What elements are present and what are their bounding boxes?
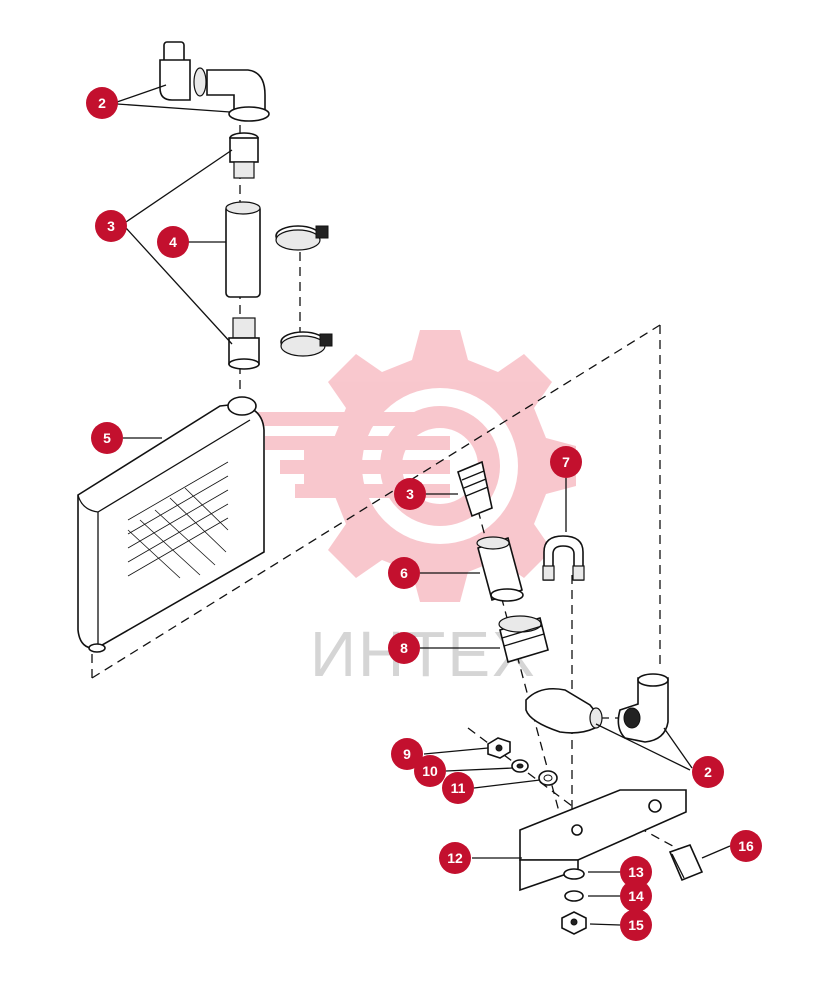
- callout-10: 10: [414, 755, 446, 787]
- callout-label: 6: [400, 565, 408, 581]
- callout-7: 7: [550, 446, 582, 478]
- callout-5: 5: [91, 422, 123, 454]
- sleeve: [476, 536, 524, 602]
- mounting-bracket: [519, 789, 687, 892]
- callout-label: 7: [562, 454, 570, 470]
- callout-16: 16: [730, 830, 762, 862]
- callout-label: 8: [400, 640, 408, 656]
- callout-label: 3: [406, 486, 414, 502]
- cooler-fin-grid: [127, 461, 229, 579]
- callout-label: 4: [169, 234, 177, 250]
- callout-2-top: 2: [86, 87, 118, 119]
- leader-lines: [116, 84, 731, 926]
- callout-label: 3: [107, 218, 115, 234]
- callout-3-middle: 3: [394, 478, 426, 510]
- threaded-adapter: [457, 460, 493, 518]
- callout-label: 14: [628, 888, 644, 904]
- straight-hose: [225, 201, 261, 298]
- callout-label: 16: [738, 838, 754, 854]
- callout-label: 12: [447, 850, 463, 866]
- bolt: [668, 844, 704, 882]
- callout-14: 14: [620, 880, 652, 912]
- oil-cooler-core: [77, 396, 265, 653]
- callout-label: 2: [704, 764, 712, 780]
- callout-label: 15: [628, 917, 644, 933]
- callout-9: 9: [391, 738, 423, 770]
- callout-label: 9: [403, 746, 411, 762]
- callout-label: 5: [103, 430, 111, 446]
- callout-3-top: 3: [95, 210, 127, 242]
- callout-2-lower: 2: [692, 756, 724, 788]
- callout-8: 8: [388, 632, 420, 664]
- hose-barb-lower: [228, 317, 260, 370]
- hardware-washer-10: [511, 759, 529, 773]
- elbow-fitting-top: [159, 41, 270, 122]
- threaded-bushing: [498, 615, 549, 664]
- hose-clamp-lower: [280, 331, 333, 357]
- hardware-washer-13: [563, 868, 585, 880]
- callout-label: 13: [628, 864, 644, 880]
- callout-label: 10: [422, 763, 438, 779]
- hardware-washer-11: [538, 770, 558, 786]
- callout-11: 11: [442, 772, 474, 804]
- callout-12: 12: [439, 842, 471, 874]
- callout-label: 11: [451, 780, 466, 796]
- callout-13: 13: [620, 856, 652, 888]
- elbow-fitting-lower: [525, 673, 669, 743]
- hose-clamp-upper: [275, 225, 329, 251]
- hardware-nut-15: [561, 911, 587, 935]
- watermark-gear: [304, 330, 576, 602]
- callout-label: 2: [98, 95, 106, 111]
- callout-4: 4: [157, 226, 189, 258]
- u-bolt: [542, 535, 585, 581]
- callout-6: 6: [388, 557, 420, 589]
- callout-15: 15: [620, 909, 652, 941]
- watermark-text: ИНТЕХ: [310, 618, 537, 690]
- hose-barb-upper: [229, 132, 259, 179]
- hardware-nut-9: [487, 737, 511, 759]
- hardware-lockwasher-14: [564, 890, 584, 902]
